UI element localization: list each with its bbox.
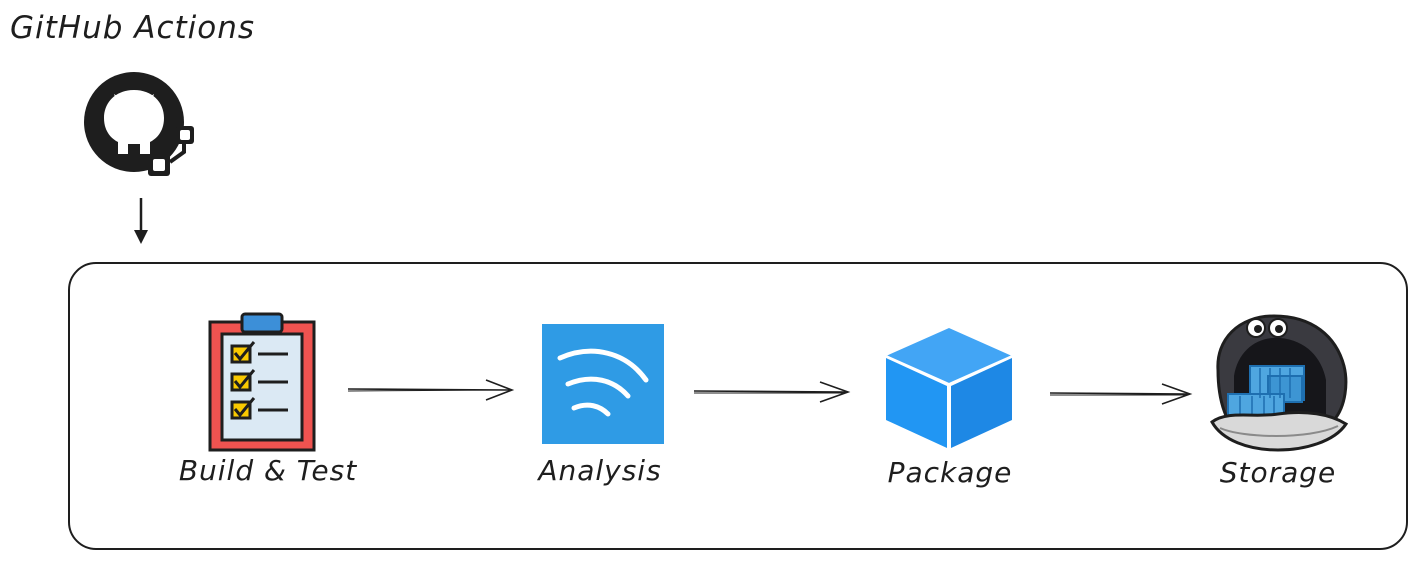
diagram-title: GitHub Actions	[10, 10, 256, 46]
stage-label-analysis: Analysis	[538, 454, 662, 487]
flow-arrow-analysis-to-package	[693, 381, 851, 403]
github-actions-icon	[84, 72, 194, 176]
analysis-wifi-icon	[542, 324, 664, 444]
storage-oyster-containers-icon	[1210, 314, 1349, 452]
pipeline-container	[68, 262, 1408, 550]
package-cube-icon	[885, 328, 1013, 448]
stage-label-storage: Storage	[1219, 456, 1337, 489]
flow-arrow-build-to-analysis	[347, 379, 515, 401]
flow-arrow-package-to-storage	[1049, 383, 1193, 405]
down-arrow	[134, 198, 148, 244]
stage-label-package: Package	[887, 456, 1013, 489]
stage-label-build-test: Build & Test	[178, 454, 358, 487]
checklist-clipboard-icon	[208, 312, 316, 452]
